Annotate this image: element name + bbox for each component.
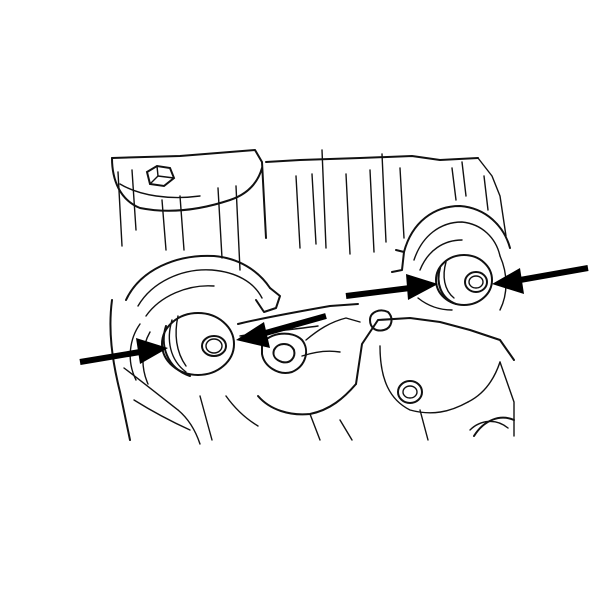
callout-arrow-left-inner bbox=[236, 313, 327, 348]
bolt-hole bbox=[397, 380, 423, 404]
callout-arrow-left-outer bbox=[79, 338, 168, 365]
callout-arrow-right-inner bbox=[345, 274, 438, 300]
callout-arrow-right-outer bbox=[492, 265, 589, 294]
bolt bbox=[145, 164, 176, 188]
right-camshaft-seal bbox=[435, 254, 493, 306]
engine-block bbox=[111, 149, 507, 271]
callout-arrows bbox=[79, 265, 589, 365]
left-seal-bore bbox=[125, 254, 281, 385]
sprocket-edge bbox=[473, 416, 515, 437]
left-camshaft-seal bbox=[161, 312, 235, 377]
